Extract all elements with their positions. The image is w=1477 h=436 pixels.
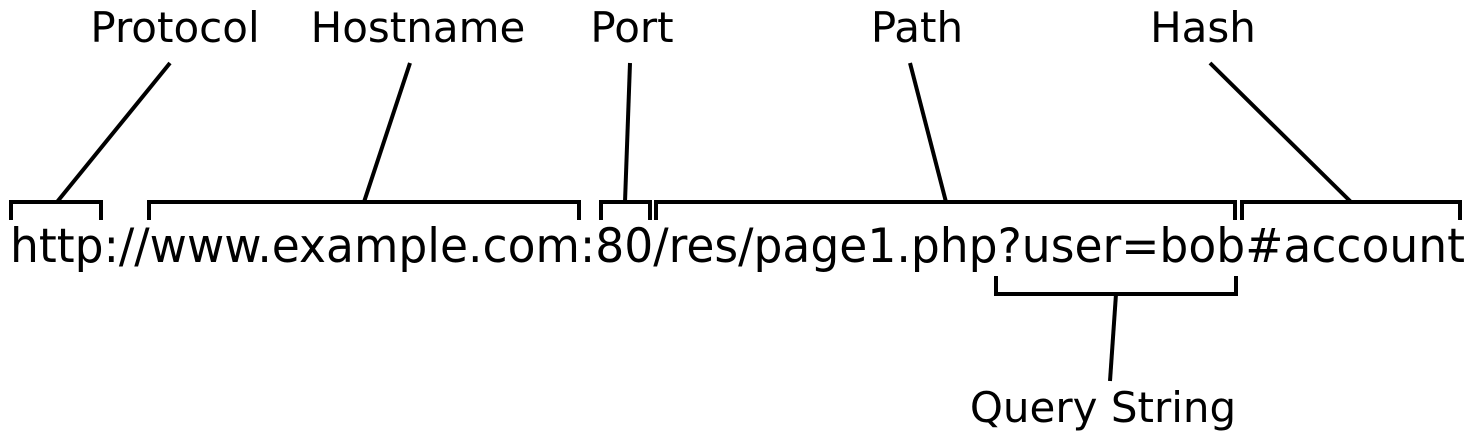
url-protocol: http: [10, 219, 104, 274]
url-path: /res/page1.php: [653, 219, 997, 274]
path-bracket: [654, 200, 1237, 220]
hostname-label: Hostname: [311, 3, 526, 52]
hostname-bracket: [147, 200, 581, 220]
url-hostname: www.example.com: [150, 219, 580, 274]
port-bracket: [599, 200, 652, 220]
protocol-bracket: [9, 200, 103, 220]
port-label: Port: [590, 3, 673, 52]
protocol-label: Protocol: [90, 3, 259, 52]
hostname-leader-line: [362, 62, 412, 203]
path-label: Path: [871, 3, 963, 52]
url-port: 80: [595, 219, 653, 274]
port-leader-line: [623, 62, 632, 203]
hash-bracket: [1240, 200, 1462, 220]
query-string-leader-line: [1108, 293, 1118, 382]
protocol-leader-line: [55, 61, 172, 204]
query-string-bracket: [994, 276, 1238, 296]
url-port-separator: :: [580, 219, 595, 274]
hash-label: Hash: [1150, 3, 1256, 52]
query-string-label: Query String: [970, 383, 1236, 432]
url-scheme-separator: ://: [104, 219, 150, 274]
url-hash: #account: [1245, 219, 1465, 274]
url-text: http://www.example.com:80/res/page1.php?…: [10, 219, 1465, 274]
url-query-string: ?user=bob: [998, 219, 1246, 274]
path-leader-line: [908, 62, 948, 203]
hash-leader-line: [1208, 61, 1353, 204]
